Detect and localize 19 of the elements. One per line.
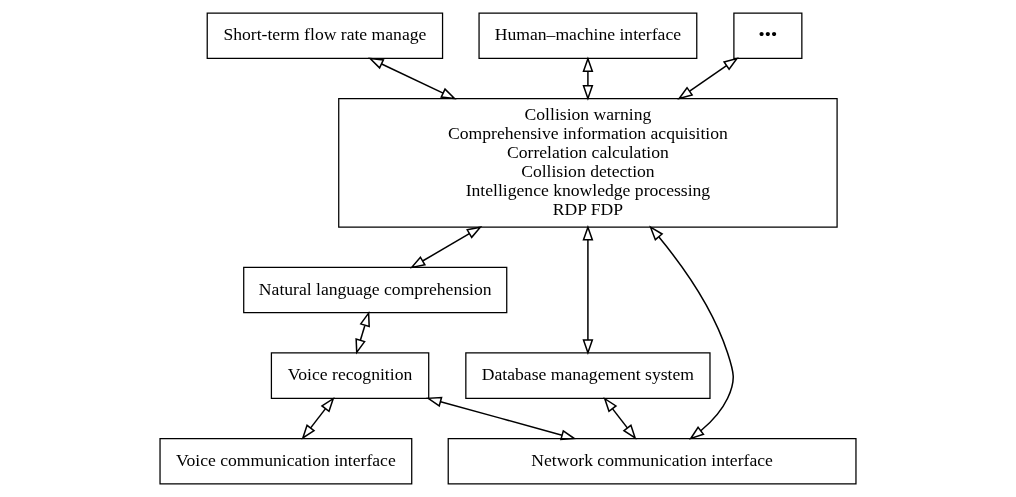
- arrow: [677, 57, 739, 100]
- node-box: Short-term flow rate manage: [206, 12, 444, 60]
- node-box: Network communication interface: [447, 437, 857, 485]
- node-box: Database management system: [465, 352, 711, 399]
- node-box: Voice recognition: [270, 352, 430, 399]
- node-box: Collision warning Comprehensive information acquisition Correlation calculation Collision detection Intelligence knowledge processing RDP FDP: [338, 98, 838, 228]
- arrow: [301, 396, 335, 440]
- node-box: •••: [733, 12, 803, 60]
- arrow: [603, 396, 637, 440]
- arrow: [409, 226, 483, 269]
- arrow: [649, 225, 734, 440]
- arrow: [355, 310, 370, 355]
- arrow: [582, 56, 594, 101]
- arrow: [426, 396, 577, 441]
- node-box: Voice communication interface: [159, 437, 413, 485]
- node-box: Human–machine interface: [478, 12, 698, 60]
- arrow: [368, 57, 457, 100]
- node-box: Natural language comprehension: [243, 266, 508, 314]
- arrow: [582, 224, 594, 355]
